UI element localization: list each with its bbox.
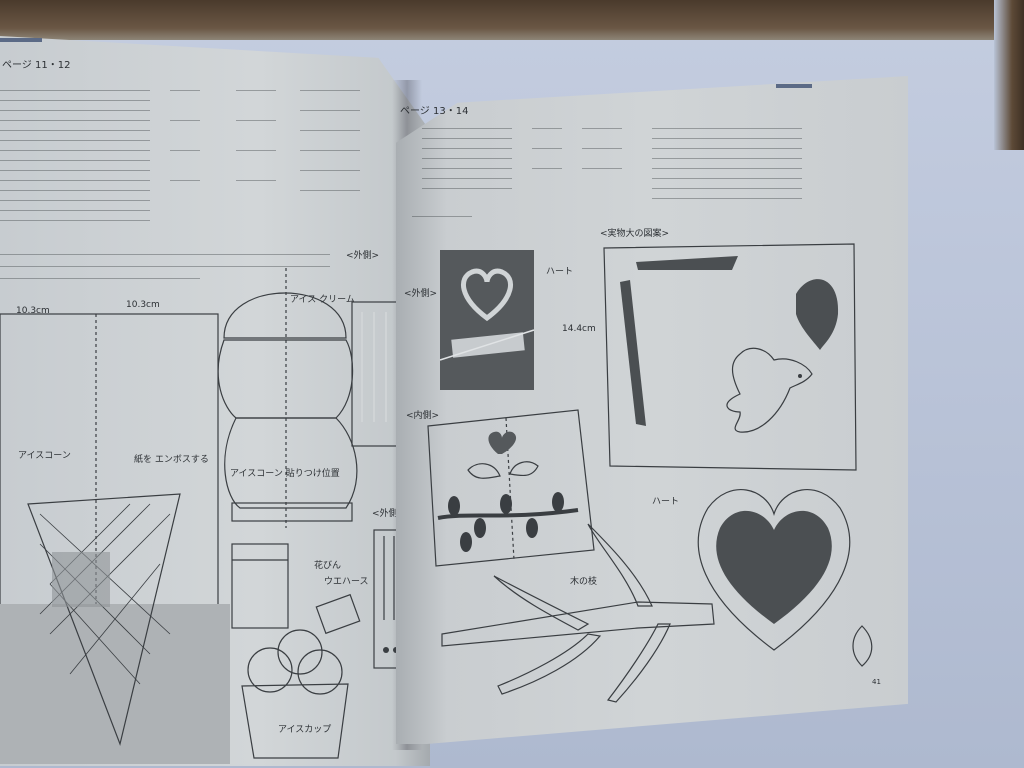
vase-label: 花びん	[314, 561, 342, 571]
left-size-a: 10.3cm	[16, 306, 50, 316]
right-page	[396, 76, 908, 744]
small-heart-shape	[796, 279, 839, 350]
size-14-label: 14.4cm	[562, 324, 596, 334]
vase-and-cup-diagram	[231, 543, 361, 759]
ribbon-strip-horizontal	[636, 256, 738, 270]
actual-size-heading: <実物大の図案>	[600, 229, 670, 239]
ice-cone-shape	[27, 493, 181, 747]
ice-cream-scoops-diagram	[217, 268, 358, 528]
right-page-header: ページ 13・14	[400, 106, 469, 117]
wafer-label: ウエハース	[324, 577, 369, 587]
bird-shape	[726, 347, 813, 433]
ice-cup-label: アイスカップ	[278, 725, 332, 735]
right-page-tab	[776, 84, 812, 88]
left-material-list	[0, 84, 370, 279]
left-size-b: 10.3cm	[126, 300, 160, 310]
ribbon-strip-vertical	[620, 280, 646, 426]
emboss-label: 紙を エンボスする	[134, 455, 209, 465]
left-page-header: ページ 11・12	[2, 60, 71, 71]
inner-label-left: <外側>	[372, 509, 406, 519]
actual-size-pattern-panel	[603, 243, 857, 471]
ice-cream-label: アイス クリーム	[290, 295, 355, 305]
table-shadow-region	[0, 604, 230, 764]
bird-card-inner	[427, 409, 595, 567]
left-page-tab	[0, 38, 42, 42]
right-material-list	[402, 120, 822, 230]
heart-label-outer: ハート	[546, 267, 574, 277]
heart-filled-shape	[716, 510, 832, 624]
inner-label-right: <内側>	[406, 411, 440, 421]
heart-frame-pattern	[697, 489, 851, 651]
wooden-corner	[994, 0, 1024, 150]
heart-card-outer	[439, 250, 535, 390]
outer-label-left: <外側>	[346, 251, 380, 261]
cone-glue-label: アイスコーン 貼りつけ位置	[230, 469, 340, 479]
branch-pattern	[441, 523, 715, 703]
ice-cone-label: アイスコーン	[18, 451, 71, 461]
heart-label-pattern: ハート	[652, 497, 680, 507]
outer-label-right: <外側>	[404, 289, 438, 299]
page-number: 41	[872, 678, 881, 686]
leaf-pattern	[852, 625, 873, 667]
branch-label: 木の枝	[570, 577, 598, 587]
wooden-table-edge	[0, 0, 1024, 40]
card-template-diagram	[0, 313, 230, 764]
